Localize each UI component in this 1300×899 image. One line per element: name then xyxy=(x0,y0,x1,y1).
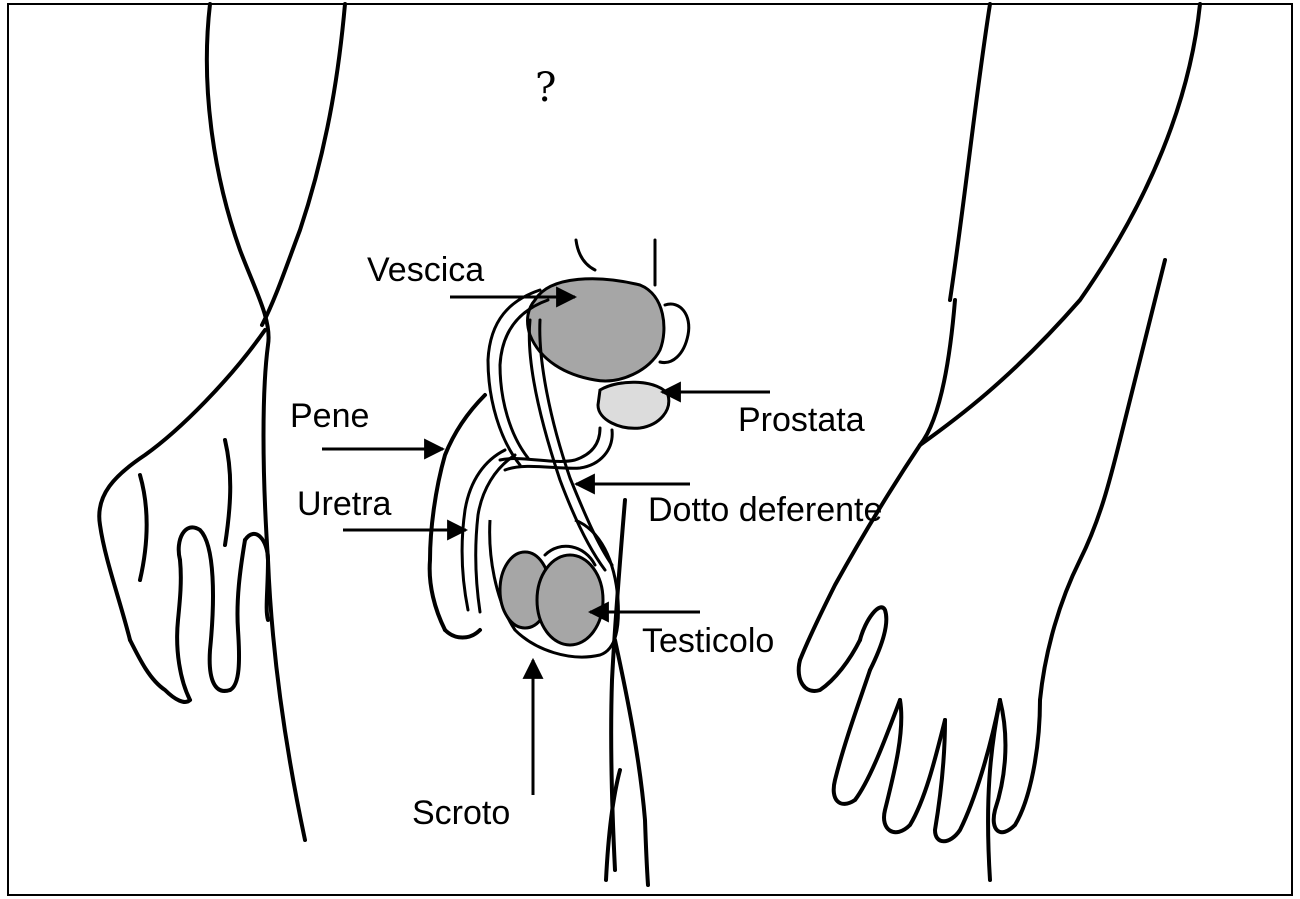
pointers xyxy=(322,297,770,795)
marker-glyph: ? xyxy=(535,68,556,108)
label-vas-deferens: Dotto deferente xyxy=(648,493,882,527)
label-prostate: Prostata xyxy=(738,403,865,437)
label-scrotum: Scroto xyxy=(412,796,510,830)
prostate-shape xyxy=(598,382,669,428)
label-bladder: Vescica xyxy=(367,253,484,287)
diagram-frame xyxy=(8,4,1292,895)
label-testicle: Testicolo xyxy=(642,624,774,658)
testicle-right xyxy=(537,555,603,645)
left-hand xyxy=(99,330,268,702)
label-urethra: Uretra xyxy=(297,487,391,521)
body-outline xyxy=(99,4,1200,885)
organs xyxy=(430,240,689,657)
bladder-shape xyxy=(528,279,664,381)
label-penis: Pene xyxy=(290,399,369,433)
right-hand xyxy=(799,260,1165,880)
